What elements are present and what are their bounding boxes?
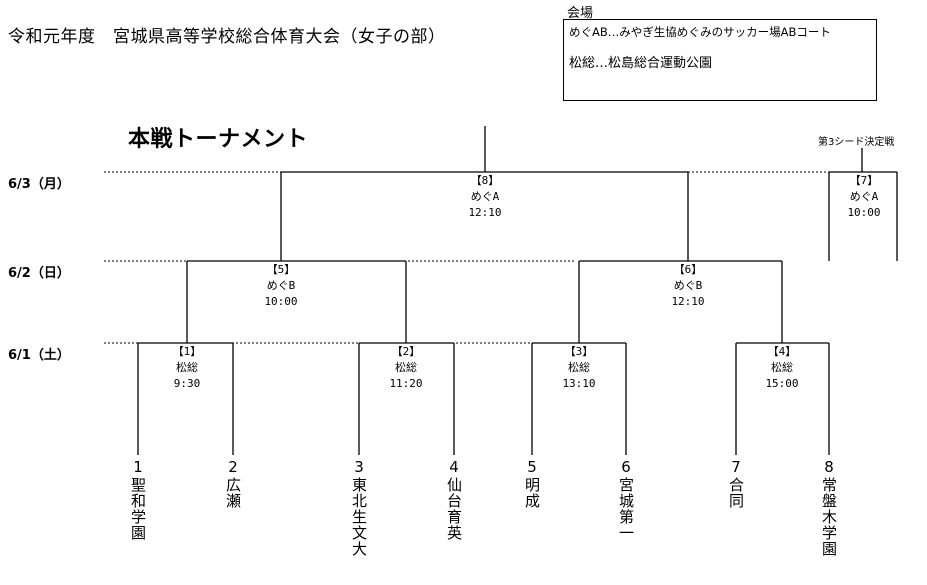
match-6-id: 【6】 — [673, 263, 703, 276]
match-5-time: 10:00 — [264, 295, 298, 308]
team-1: 1 聖和学園 — [128, 457, 148, 541]
match-2-time: 11:20 — [389, 377, 423, 390]
team-3: 3 東北生文大 — [349, 457, 369, 557]
team-2-name: 広瀬 — [224, 477, 242, 509]
match-5-id: 【5】 — [266, 263, 296, 276]
match-6-venue: めぐB — [673, 279, 703, 292]
match-4-label: 【4】 松総 15:00 — [763, 344, 801, 392]
match-7-venue: めぐA — [849, 190, 879, 203]
team-3-number: 3 — [354, 458, 364, 476]
team-8: 8 常盤木学園 — [819, 457, 839, 557]
team-1-name: 聖和学園 — [129, 477, 147, 541]
date-label-round-2: 6/2（日） — [8, 266, 70, 281]
match-5-label: 【5】 めぐB 10:00 — [262, 262, 300, 310]
venue-legend-line-1: めぐAB…みやぎ生協めぐみのサッカー場ABコート — [569, 25, 831, 39]
date-label-round-1: 6/1（土） — [8, 348, 70, 363]
match-2-venue: 松総 — [395, 361, 417, 374]
page-title: 令和元年度 宮城県高等学校総合体育大会（女子の部） — [8, 27, 446, 47]
match-5-venue: めぐB — [266, 279, 296, 292]
match-3-venue: 松総 — [568, 361, 590, 374]
team-7: 7 合同 — [726, 457, 746, 509]
match-4-time: 15:00 — [765, 377, 799, 390]
match-2-label: 【2】 松総 11:20 — [387, 344, 425, 392]
team-6-name: 宮城第一 — [617, 477, 635, 541]
match-1-venue: 松総 — [176, 361, 198, 374]
team-5-name: 明成 — [523, 477, 541, 509]
match-1-id: 【1】 — [172, 345, 202, 358]
venue-legend-box: めぐAB…みやぎ生協めぐみのサッカー場ABコート 松総…松島総合運動公園 — [563, 19, 877, 101]
team-4-name: 仙台育英 — [445, 477, 463, 541]
match-8-id: 【8】 — [470, 174, 500, 187]
match-7-id: 【7】 — [849, 174, 879, 187]
match-1-label: 【1】 松総 9:30 — [170, 344, 204, 392]
match-4-id: 【4】 — [767, 345, 797, 358]
team-6-number: 6 — [621, 458, 631, 476]
team-8-number: 8 — [824, 458, 834, 476]
team-4-number: 4 — [449, 458, 459, 476]
match-3-time: 13:10 — [562, 377, 596, 390]
venue-caption: 会場 — [567, 6, 594, 21]
match-2-id: 【2】 — [391, 345, 421, 358]
match-6-time: 12:10 — [671, 295, 705, 308]
team-7-number: 7 — [731, 458, 741, 476]
match-3-id: 【3】 — [564, 345, 594, 358]
match-8-venue: めぐA — [470, 190, 500, 203]
team-3-name: 東北生文大 — [350, 477, 368, 557]
date-label-round-3: 6/3（月） — [8, 177, 70, 192]
team-5: 5 明成 — [522, 457, 542, 509]
bracket-title: 本戦トーナメント — [128, 127, 309, 152]
team-4: 4 仙台育英 — [444, 457, 464, 541]
team-2: 2 広瀬 — [223, 457, 243, 509]
team-1-number: 1 — [133, 458, 143, 476]
team-7-name: 合同 — [727, 477, 745, 509]
venue-legend-line-2: 松総…松島総合運動公園 — [569, 56, 713, 71]
team-8-name: 常盤木学園 — [820, 477, 838, 557]
match-8-time: 12:10 — [468, 206, 502, 219]
match-7-label: 【7】 めぐA 10:00 — [845, 173, 883, 221]
match-8-label: 【8】 めぐA 12:10 — [466, 173, 504, 221]
team-5-number: 5 — [527, 458, 537, 476]
match-4-venue: 松総 — [771, 361, 793, 374]
match-6-label: 【6】 めぐB 12:10 — [669, 262, 707, 310]
seed-decider-note: 第3シード決定戦 — [818, 137, 895, 148]
team-2-number: 2 — [228, 458, 238, 476]
match-3-label: 【3】 松総 13:10 — [560, 344, 598, 392]
team-6: 6 宮城第一 — [616, 457, 636, 541]
match-7-time: 10:00 — [847, 206, 881, 219]
match-1-time: 9:30 — [173, 377, 201, 390]
